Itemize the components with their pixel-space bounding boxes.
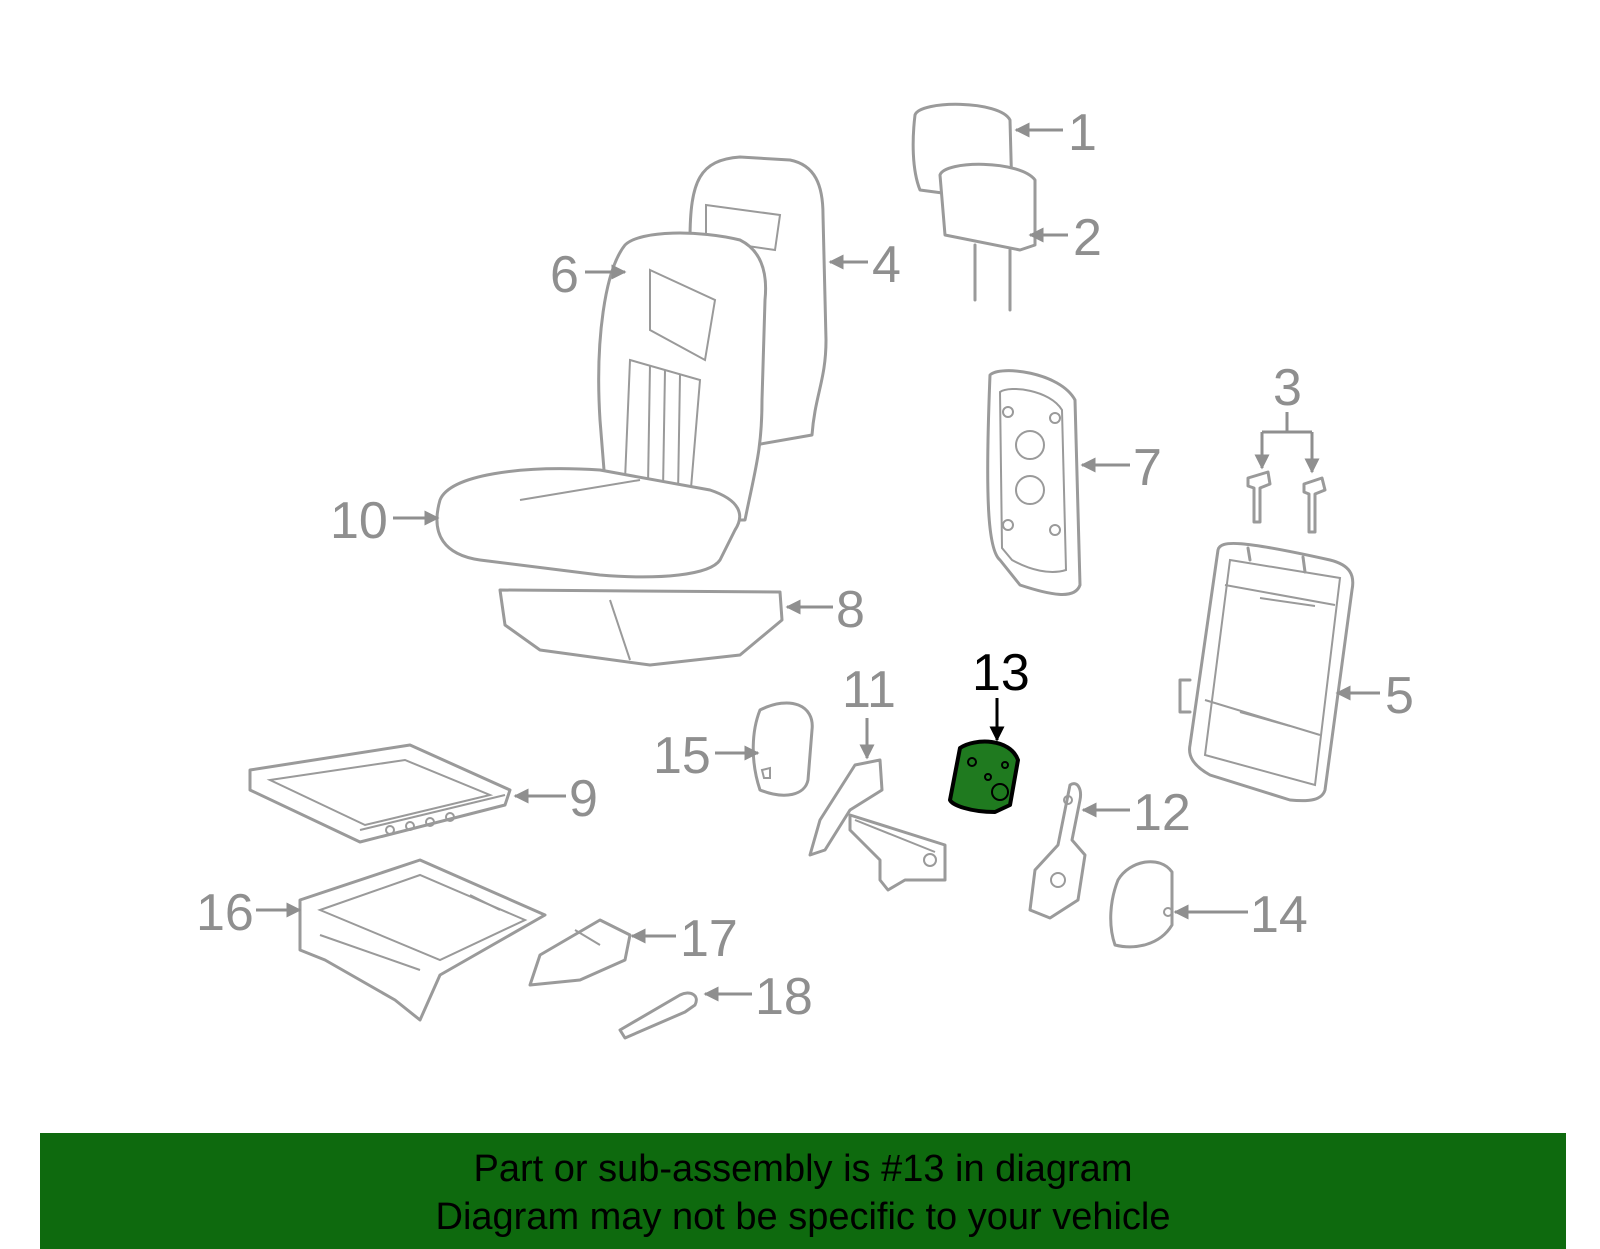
callout-10: 10 (330, 492, 440, 550)
callout-18-label: 18 (755, 968, 813, 1026)
callout-8-label: 8 (836, 581, 865, 639)
callout-1-label: 1 (1068, 104, 1097, 162)
callout-6-label: 6 (550, 246, 579, 304)
part-12-bracket (1028, 782, 1087, 920)
part-17-trim (528, 918, 632, 987)
callout-9-label: 9 (569, 770, 598, 828)
part-13-highlighted (948, 739, 1020, 814)
part-16-seat-track (298, 858, 547, 1022)
part-7-back-panel (986, 369, 1082, 596)
callout-17-label: 17 (680, 910, 738, 968)
callout-14-label: 14 (1250, 886, 1308, 944)
banner-line-1: Part or sub-assembly is #13 in diagram (473, 1148, 1133, 1190)
part-18-handle (618, 991, 698, 1040)
callout-16: 16 (196, 884, 302, 942)
callout-16-label: 16 (196, 884, 254, 942)
callout-7: 7 (1080, 439, 1162, 497)
callout-15: 15 (653, 727, 760, 785)
part-15-cover (751, 701, 814, 797)
part-10-seat-cushion (435, 467, 742, 579)
callout-3: 3 (1254, 359, 1320, 474)
callout-4-label: 4 (872, 236, 901, 294)
banner-line-2: Diagram may not be specific to your vehi… (435, 1196, 1171, 1238)
callout-10-label: 10 (330, 492, 388, 550)
callout-13-label: 13 (972, 644, 1030, 702)
callout-1: 1 (1014, 104, 1097, 162)
callout-6: 6 (550, 246, 627, 304)
callout-11: 11 (842, 661, 896, 760)
callout-15-label: 15 (653, 727, 711, 785)
callout-2: 2 (1028, 209, 1102, 267)
part-11-bracket (808, 758, 947, 892)
part-6-seat-back (597, 231, 768, 522)
part-8-seat-cushion-base (498, 588, 784, 667)
callout-9: 9 (513, 770, 598, 828)
callout-5: 5 (1335, 667, 1414, 725)
part-5-seat-back-frame (1178, 541, 1355, 803)
callout-17: 17 (630, 910, 738, 968)
callout-5-label: 5 (1385, 667, 1414, 725)
callout-8: 8 (785, 581, 865, 639)
part-3-clips (1246, 470, 1327, 534)
part-14-cover (1109, 860, 1174, 949)
callout-4: 4 (828, 236, 901, 294)
callout-7-label: 7 (1133, 439, 1162, 497)
part-9-seat-pan (248, 743, 512, 844)
callout-12-label: 12 (1133, 784, 1191, 842)
callout-13-highlighted: 13 (972, 644, 1030, 742)
callout-14: 14 (1173, 886, 1308, 944)
callout-3-label: 3 (1273, 359, 1302, 417)
callout-11-label: 11 (842, 661, 896, 719)
callout-18: 18 (703, 968, 813, 1026)
info-banner: Part or sub-assembly is #13 in diagram D… (40, 1133, 1566, 1249)
callout-12: 12 (1081, 784, 1191, 842)
callout-2-label: 2 (1073, 209, 1102, 267)
part-2-headrest-front (938, 162, 1037, 312)
